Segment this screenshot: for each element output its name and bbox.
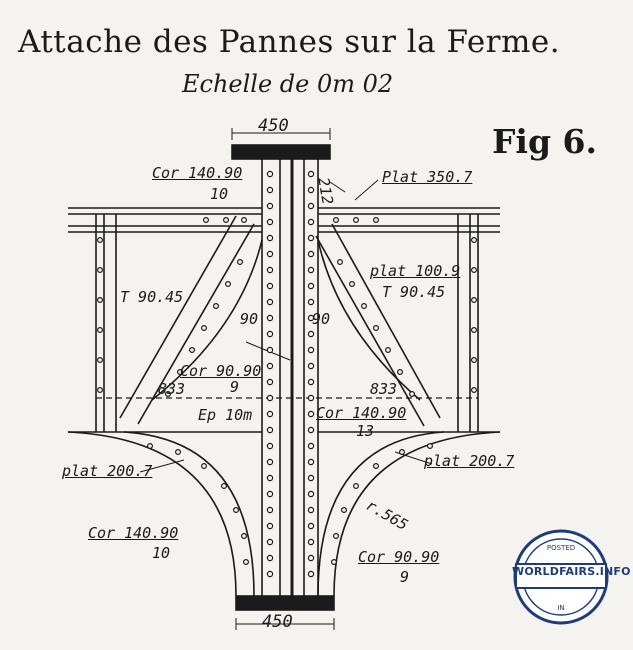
- watermark-ring-icon: POSTED IN: [513, 529, 609, 625]
- drawing-title: Attache des Pannes sur la Ferme.: [18, 24, 561, 60]
- plat-200-left-label: plat 200.7: [62, 462, 153, 480]
- watermark-stamp: POSTED IN WORLDFAIRS.INFO: [512, 528, 631, 626]
- lower-gusset-right-inner: [317, 431, 445, 597]
- lower-gusset-left-outer: [67, 431, 237, 597]
- cor-140-90-mid-label: Cor 140.90: [316, 404, 407, 422]
- rivet-group: [96, 170, 478, 578]
- t-90-45-right-label: T 90.45: [382, 283, 446, 301]
- t-90-45-left-label: T 90.45: [120, 288, 184, 306]
- cor-140-90-bottom-label: Cor 140.90: [88, 524, 179, 542]
- width-top-label: 450: [258, 116, 289, 136]
- cor-90-90-bottom-thk: 9: [400, 568, 410, 586]
- dim-833-right-label: 833: [370, 380, 398, 398]
- width-bottom-label: 450: [262, 612, 293, 632]
- cor-90-90-bottom-label: Cor 90.90: [358, 548, 440, 566]
- angle-90-right-label: 90: [312, 310, 331, 328]
- cor-140-90-top-thk: 10: [210, 185, 229, 203]
- top-flange: [231, 144, 331, 160]
- rivet: [266, 170, 274, 178]
- drawing-scale: Echelle de 0m 02: [182, 70, 394, 98]
- lower-gusset-right-outer: [333, 431, 501, 597]
- plat-200-right-label: plat 200.7: [424, 452, 515, 470]
- gusset-curve-left: [151, 239, 263, 401]
- cor-90-90-mid-label: Cor 90.90: [180, 362, 262, 380]
- cor-140-90-bottom-thk: 10: [152, 544, 171, 562]
- watermark-text: WORLDFAIRS.INFO: [512, 565, 631, 578]
- left-diagonal-brace: [119, 215, 237, 419]
- ep-10-label: Ep 10m: [198, 406, 253, 424]
- cor-140-90-top-label: Cor 140.90: [152, 164, 243, 182]
- plat-100-label: plat 100.9: [370, 262, 461, 280]
- cor-140-90-mid-thk: 13: [356, 422, 375, 440]
- bottom-flange: [235, 595, 335, 611]
- plat-350-label: Plat 350.7: [382, 168, 473, 186]
- watermark-ring-bottom: IN: [557, 604, 564, 612]
- lower-gusset-left-inner: [123, 431, 255, 597]
- gusset-curve-right: [317, 239, 421, 401]
- angle-90-left-label: 90: [240, 310, 259, 328]
- watermark-ring-top: POSTED: [547, 544, 575, 552]
- right-diagonal-brace: [331, 223, 441, 419]
- dim-833-left-label: 833: [158, 380, 186, 398]
- figure-label: Fig 6.: [492, 122, 597, 161]
- cor-90-90-mid-thk: 9: [230, 378, 240, 396]
